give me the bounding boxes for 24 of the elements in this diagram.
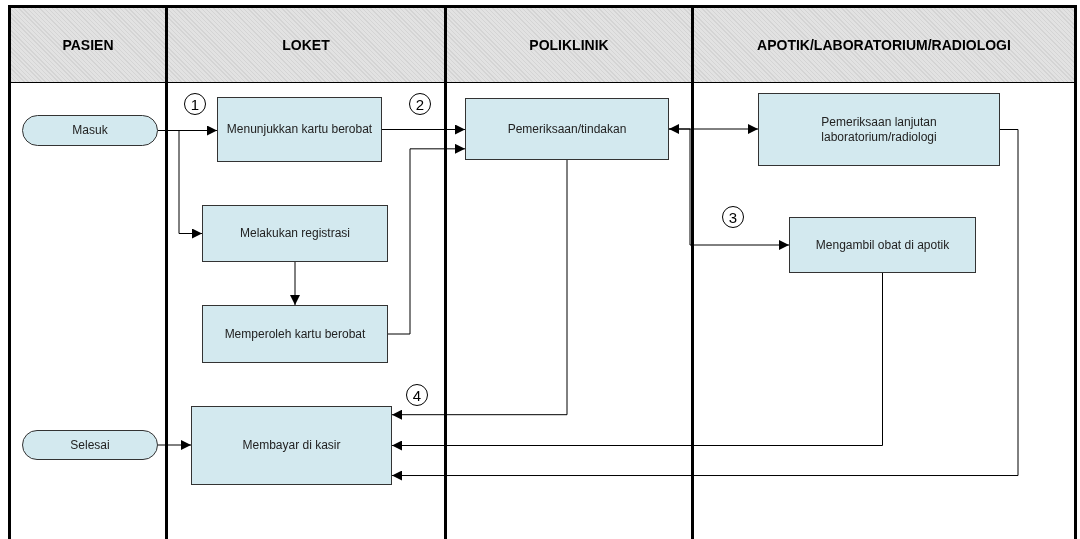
lane-header: POLIKLINIK [447,8,691,83]
process-box: Pemeriksaan/tindakan [465,98,669,160]
arrow [391,159,568,420]
process-box: Pemeriksaan lanjutan laboratorium/radiologi [758,93,1000,166]
lane-header: PASIEN [11,8,165,83]
arrow [668,128,790,250]
arrow [381,124,466,135]
lane-header: LOKET [168,8,444,83]
terminal-shape: Masuk [22,115,158,146]
arrow [157,440,192,450]
process-box: Menunjukkan kartu berobat [217,97,382,162]
process-box: Membayar di kasir [191,406,392,485]
swimlane [8,5,168,539]
arrow [387,143,466,335]
swimlane [691,5,1077,539]
process-box: Melakukan registrasi [202,205,388,262]
arrow [290,261,300,306]
lane-header: APOTIK/LABORATORIUM/RADIOLOGI [694,8,1074,83]
terminal-shape: Selesai [22,430,158,460]
process-box: Mengambil obat di apotik [789,217,976,273]
double-arrow [668,124,759,134]
arrow [391,272,883,451]
process-box: Memperoleh kartu berobat [202,305,388,363]
arrow [391,129,1019,481]
